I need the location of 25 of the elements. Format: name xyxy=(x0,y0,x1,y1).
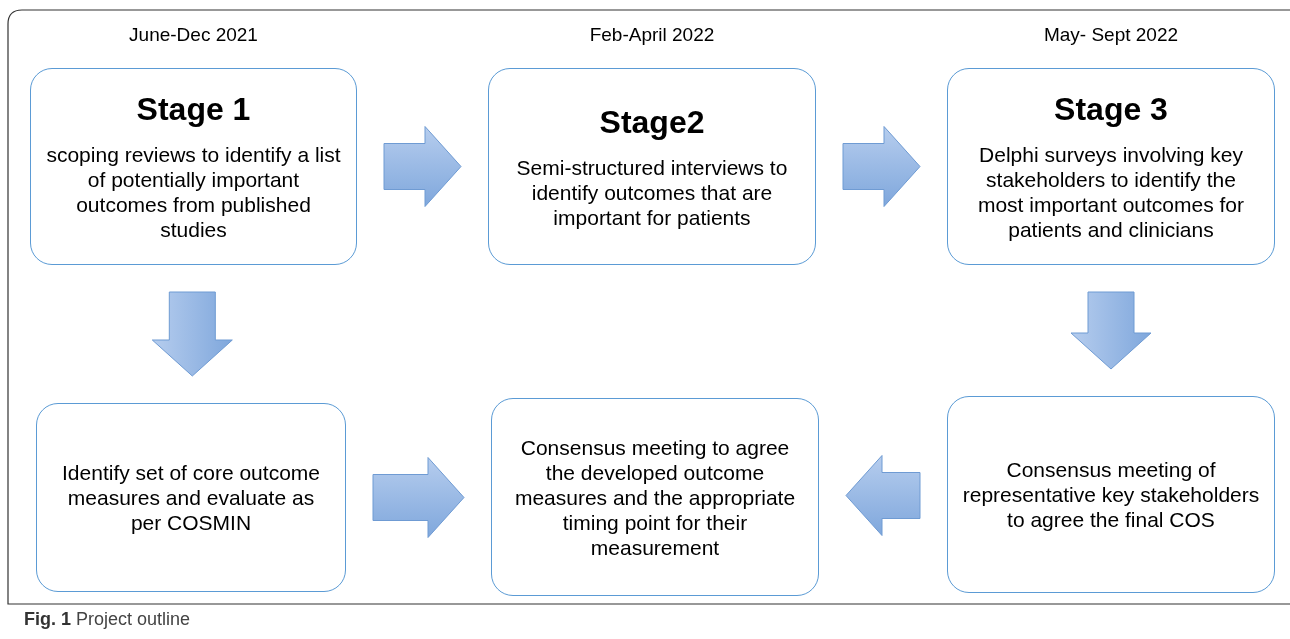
box-text: Semi-structured interviews to identify outcomes that are important for patients xyxy=(515,154,789,230)
date-label: May- Sept 2022 xyxy=(1042,24,1180,46)
process-box xyxy=(30,68,357,265)
date-label: Feb-April 2022 xyxy=(588,24,716,46)
figure-caption: Fig. 1 Project outline xyxy=(24,609,191,630)
process-box xyxy=(491,398,819,596)
date-label: June-Dec 2021 xyxy=(128,24,259,46)
block-arrow xyxy=(1070,291,1152,370)
block-arrow xyxy=(842,126,921,207)
box-text: scoping reviews to identify a list of potentially important outcomes from published studies xyxy=(45,142,342,242)
box-text: Delphi surveys involving key stakeholders to identify the most important outcomes for patients and clinicians xyxy=(976,142,1246,242)
box-text: Consensus meeting to agree the developed outcome measures and the appropriate timing point for their measurement xyxy=(513,434,797,560)
block-arrow xyxy=(845,455,921,536)
stage-title: Stage 1 xyxy=(136,91,251,128)
box-text: Identify set of core outcome measures and evaluate as per COSMIN xyxy=(61,460,321,535)
stage-title: Stage2 xyxy=(599,103,705,141)
box-text: Consensus meeting of representative key stakeholders to agree the final COS xyxy=(962,457,1260,532)
block-arrow xyxy=(151,291,233,377)
process-box xyxy=(947,396,1275,593)
process-box xyxy=(947,68,1275,265)
block-arrow xyxy=(383,126,462,207)
process-box xyxy=(488,68,816,265)
stage-title: Stage 3 xyxy=(1054,91,1168,128)
block-arrow xyxy=(372,457,465,538)
process-box xyxy=(36,403,346,592)
